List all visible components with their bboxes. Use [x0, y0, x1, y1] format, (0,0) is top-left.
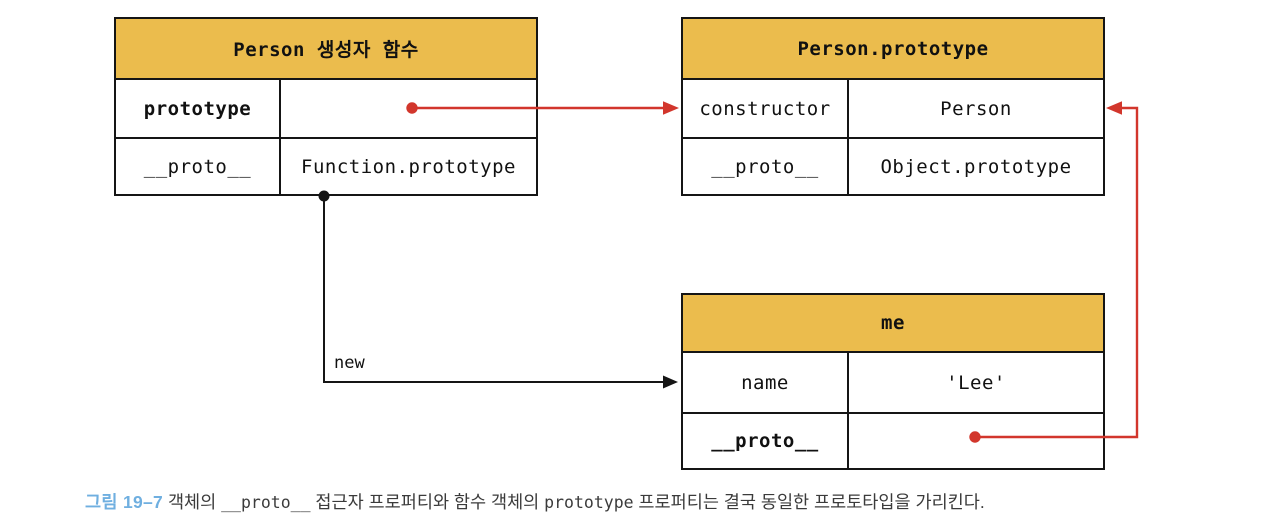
arrowhead-right-icon — [663, 101, 679, 115]
cell-proto-key: __proto__ — [683, 412, 849, 468]
cell-prototype-key: prototype — [116, 80, 281, 137]
cell-lee-value: 'Lee' — [946, 371, 1006, 394]
me-object-title: me — [683, 295, 1103, 353]
new-instance-arrow — [318, 190, 678, 389]
caption-figure-number: 그림 19–7 — [85, 492, 164, 512]
person-prototype-title: Person.prototype — [683, 19, 1103, 80]
caption-prototype-code: prototype — [544, 493, 634, 512]
cell-person-value: Person — [940, 97, 1012, 120]
figure-caption: 그림 19–7 객체의 __proto__ 접근자 프로퍼티와 함수 객체의 p… — [85, 489, 985, 514]
new-operator-label: new — [334, 353, 365, 373]
cell-proto-value — [849, 412, 1103, 468]
cell-proto-key: __proto__ — [116, 137, 281, 194]
caption-text: 객체의 — [163, 492, 222, 512]
cell-function-prototype-value: Function.prototype — [281, 137, 536, 194]
cell-constructor-key: constructor — [683, 80, 849, 137]
arrowhead-left-icon — [1106, 101, 1122, 115]
person-constructor-table: Person 생성자 함수 prototype __proto__ Functi… — [114, 17, 538, 196]
caption-text: 프로퍼티는 결국 동일한 프로토타입을 가리킨다. — [633, 492, 985, 512]
cell-prototype-value — [281, 80, 536, 137]
caption-proto-code: __proto__ — [221, 493, 311, 512]
cell-object-prototype-value: Object.prototype — [849, 137, 1103, 194]
arrowhead-right-icon — [663, 375, 678, 389]
person-constructor-title: Person 생성자 함수 — [116, 19, 536, 80]
person-prototype-table: Person.prototype constructor Person __pr… — [681, 17, 1105, 196]
caption-text: 접근자 프로퍼티와 함수 객체의 — [310, 492, 545, 512]
cell-proto-key: __proto__ — [683, 137, 849, 194]
me-object-table: me name 'Lee' __proto__ — [681, 293, 1105, 470]
cell-name-key: name — [683, 353, 849, 412]
